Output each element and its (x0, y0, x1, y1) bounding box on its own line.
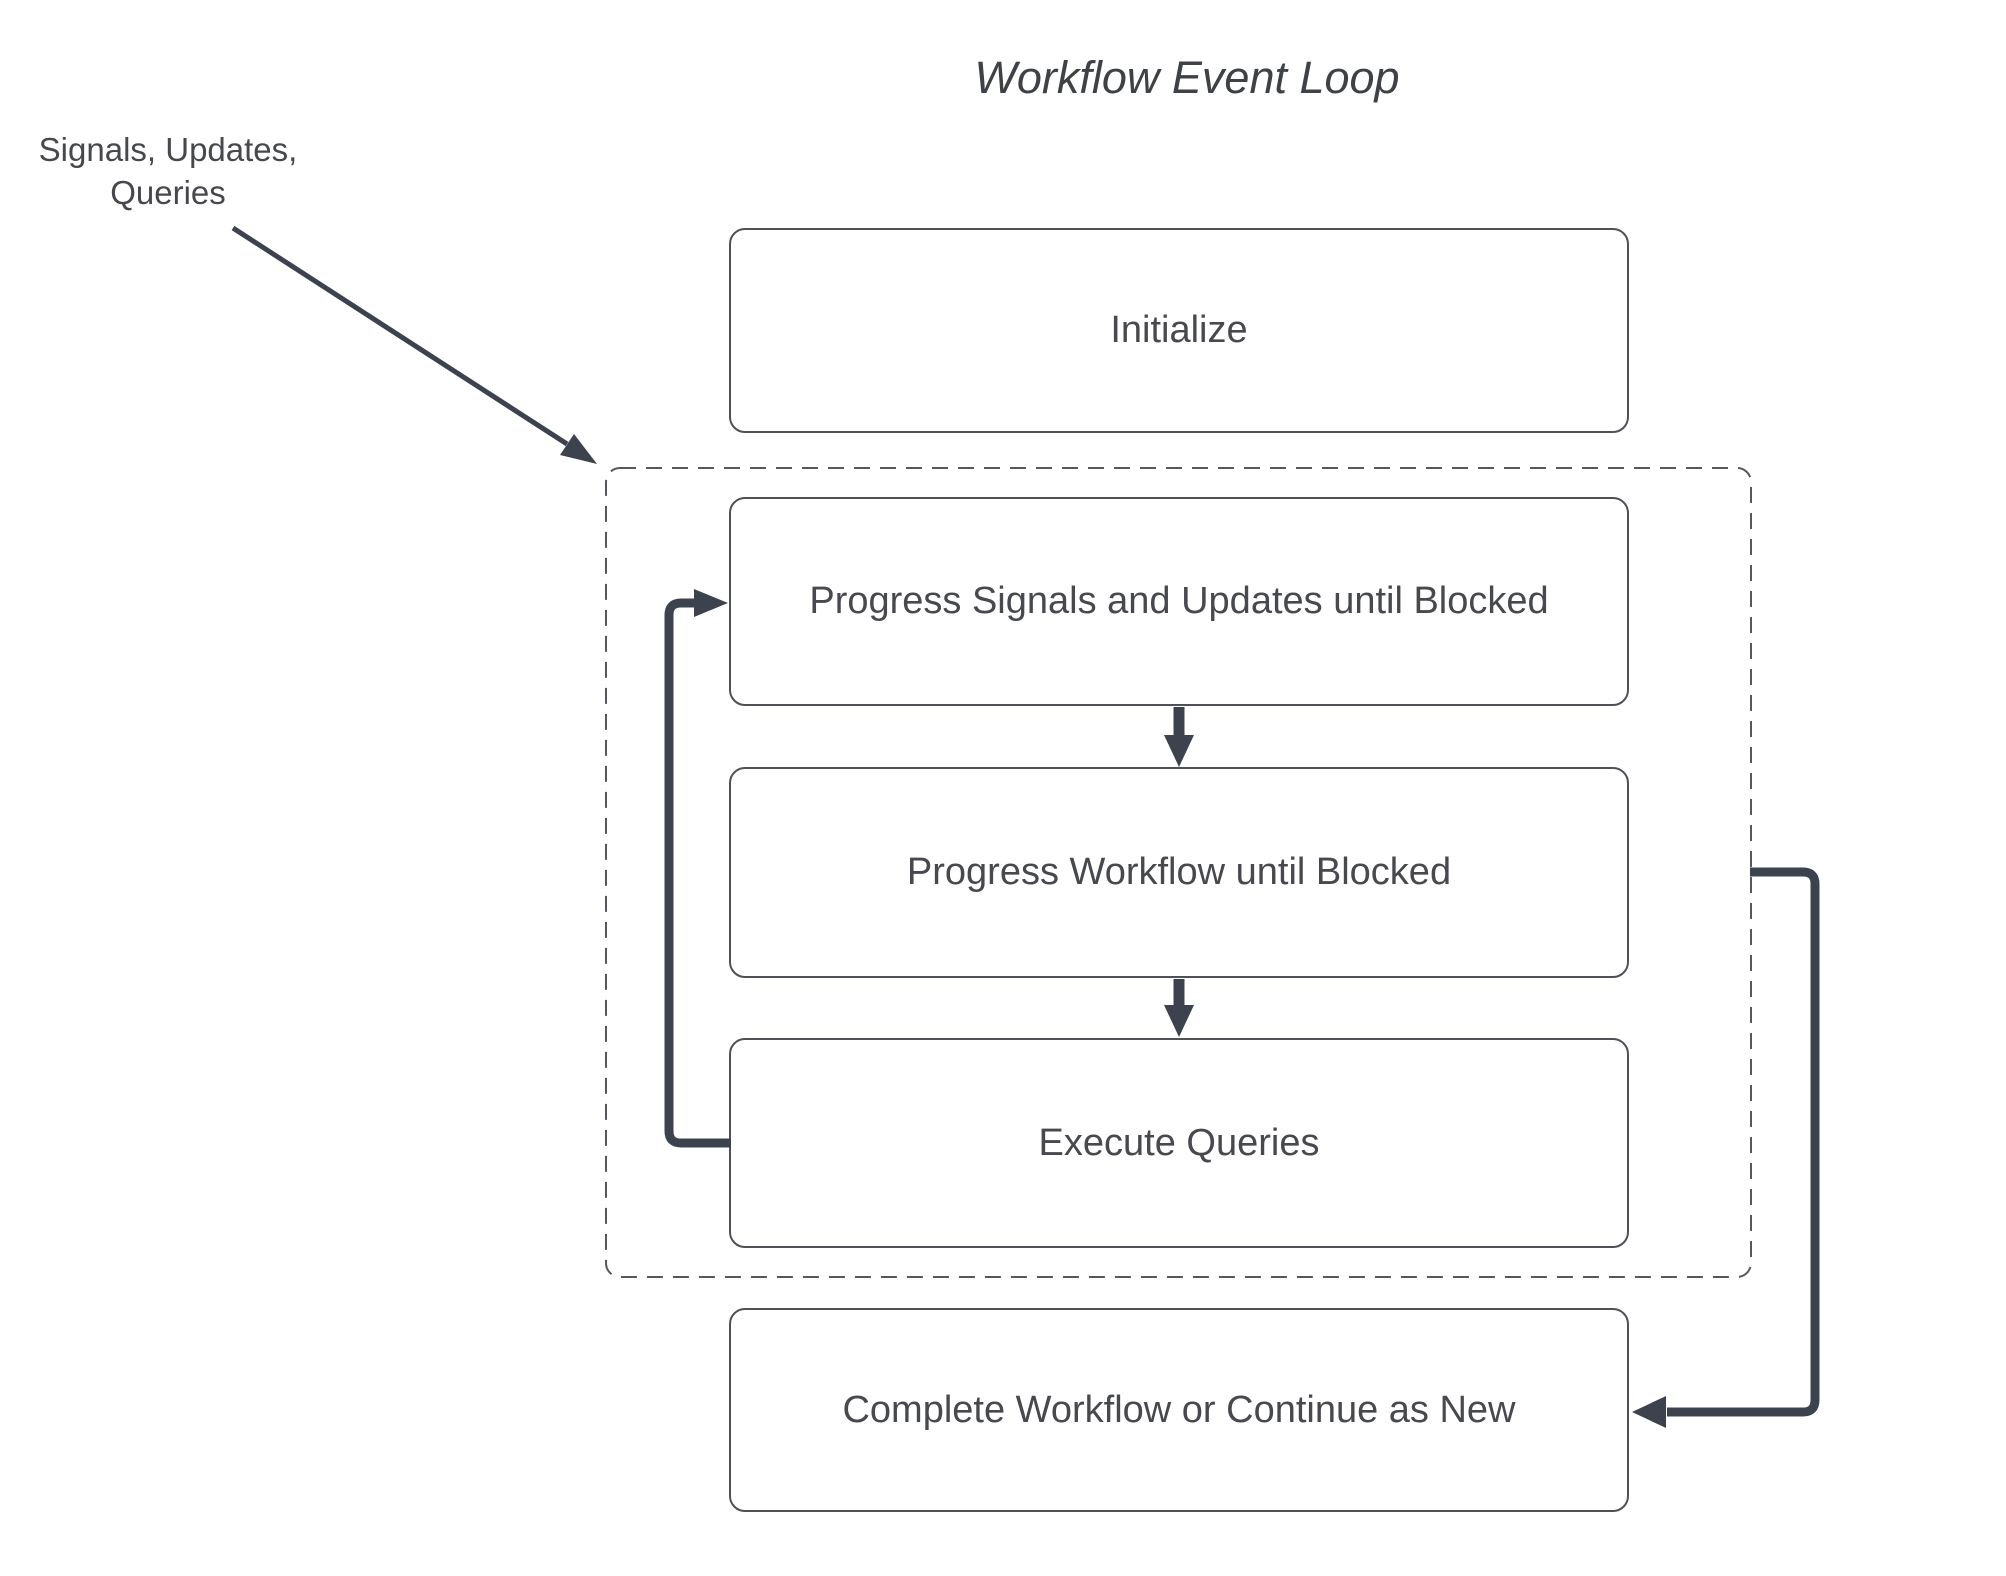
node-label: Execute Queries (1038, 1121, 1320, 1164)
node-label: Complete Workflow or Continue as New (842, 1388, 1516, 1431)
node-initialize: Initialize (729, 228, 1629, 433)
edge-group-to-complete (1667, 867, 1820, 1417)
node-label: Initialize (1110, 309, 1248, 351)
node-label: Progress Workflow until Blocked (906, 851, 1452, 893)
node-label: Progress Signals and Updates until Block… (809, 580, 1549, 622)
annotation-line-2: Queries (110, 174, 226, 211)
edge-annotation-to-group (231, 225, 569, 447)
edge-annotation-to-group-arrowhead (560, 434, 597, 464)
edge-signals-to-workflow-arrowhead (1164, 735, 1194, 767)
edge-workflow-to-queries-arrowhead (1164, 1005, 1194, 1037)
node-execute-queries: Execute Queries (729, 1038, 1629, 1248)
edge-queries-loopback-arrowhead (694, 589, 728, 617)
edge-group-to-complete-arrowhead (1632, 1396, 1666, 1428)
diagram-title: Workflow Event Loop (974, 52, 1400, 103)
edge-queries-loopback-to-signals (664, 598, 731, 1148)
node-progress-workflow: Progress Workflow until Blocked (729, 767, 1629, 978)
node-progress-signals: Progress Signals and Updates until Block… (729, 497, 1629, 706)
annotation-line-1: Signals, Updates, (38, 131, 298, 168)
node-complete-workflow: Complete Workflow or Continue as New (729, 1308, 1629, 1512)
annotation-signals-updates-queries: Signals, Updates, Queries (18, 128, 318, 214)
